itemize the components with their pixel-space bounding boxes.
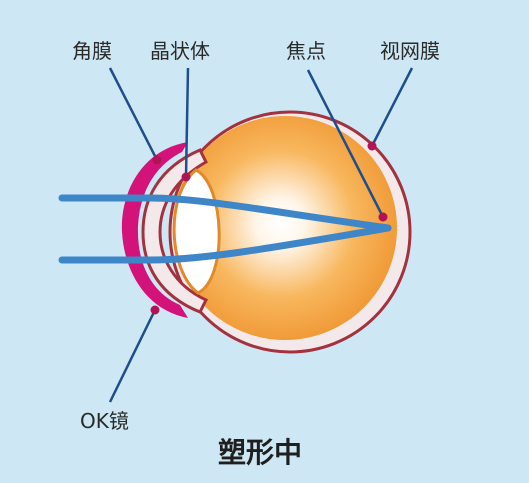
label-retina: 视网膜 (380, 39, 440, 63)
label-focus: 焦点 (286, 39, 326, 63)
dot-ok-lens (150, 305, 160, 315)
label-lens: 晶状体 (150, 39, 210, 63)
leader-ok-lens (108, 309, 157, 403)
dot-lens (181, 172, 191, 182)
eyeball (173, 116, 397, 340)
diagram-caption: 塑形中 (218, 436, 302, 469)
dot-cornea (152, 155, 162, 165)
light-ray-lower (58, 224, 392, 264)
leader-retina (370, 67, 414, 147)
ok-lens-shape (121, 142, 188, 318)
dot-retina (367, 141, 377, 151)
cornea-shape (141, 148, 209, 314)
light-ray-upper (58, 194, 392, 232)
label-cornea: 角膜 (72, 39, 112, 63)
leader-cornea (108, 67, 159, 161)
leader-lens (184, 67, 190, 178)
focus-point-icon (378, 212, 388, 222)
leader-focus (306, 69, 385, 218)
label-ok-lens: OK镜 (80, 409, 129, 433)
